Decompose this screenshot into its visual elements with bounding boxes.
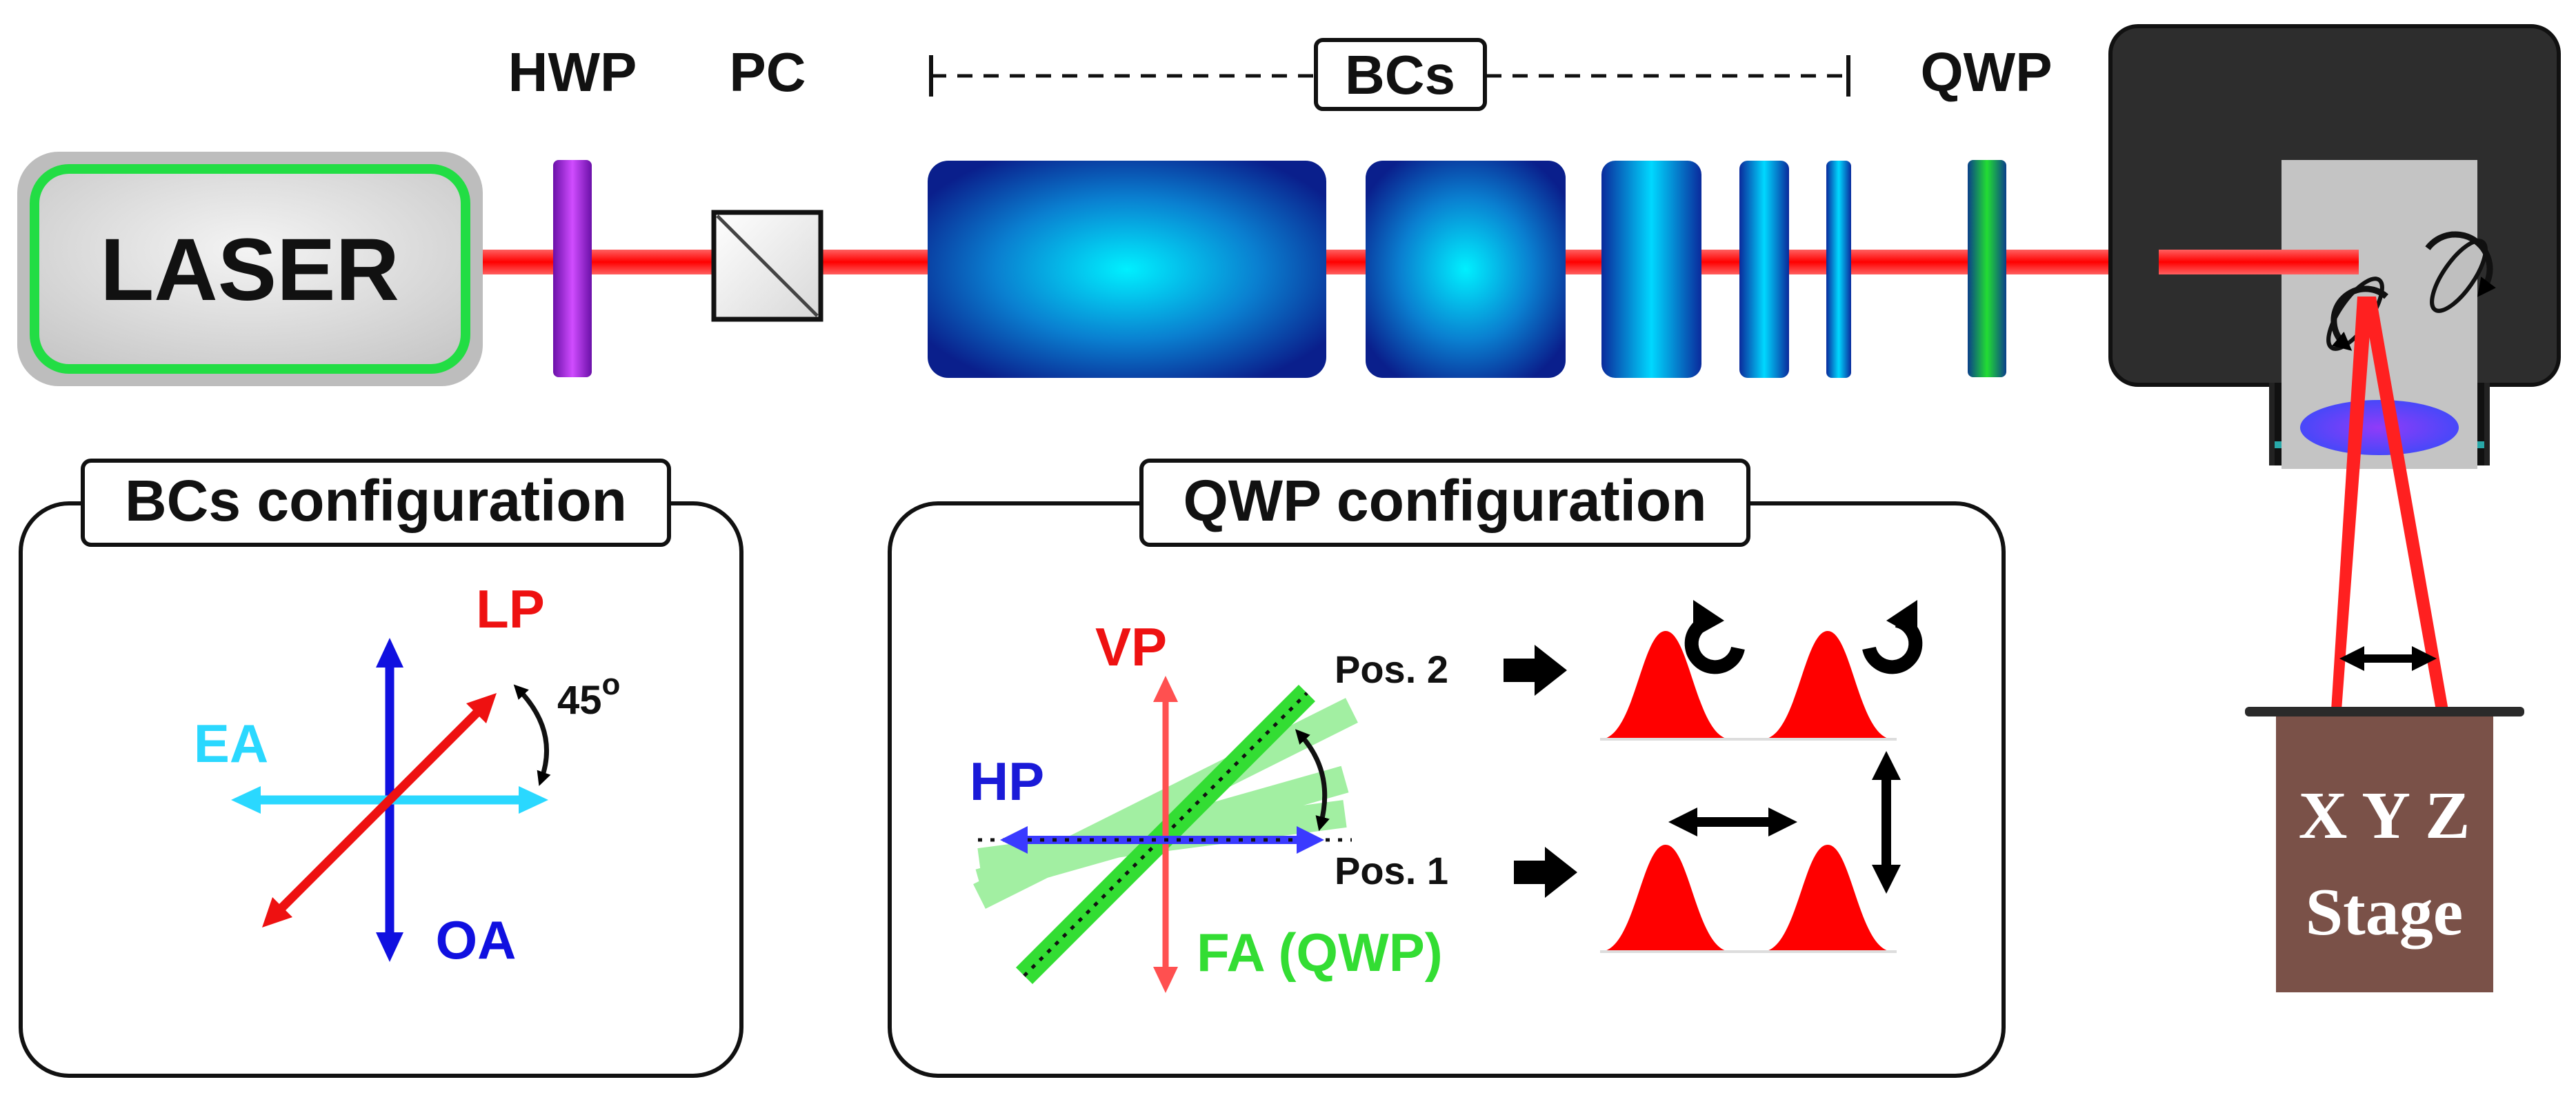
- crystal-2: [1366, 161, 1566, 378]
- pos1-pulse-2: [1762, 845, 1893, 952]
- hp-label: HP: [970, 751, 1044, 812]
- angle-label: 45o: [557, 668, 620, 723]
- oa-arrowhead-bottom: [376, 932, 403, 962]
- angle-value: 45: [557, 678, 602, 723]
- bcs-label: BCs: [1345, 44, 1455, 106]
- lp-arrowhead-bottom: [262, 897, 292, 927]
- lp-arrowhead-top: [466, 693, 497, 723]
- pos2-pulse-1: [1600, 631, 1731, 739]
- ea-label: EA: [194, 713, 268, 774]
- focus-spot: [2300, 400, 2459, 455]
- laser-source: LASER: [17, 152, 483, 386]
- crystal-4: [1739, 161, 1789, 378]
- crystal-5: [1826, 161, 1851, 378]
- galvo-mirror-1: [2425, 231, 2496, 313]
- hwp-plate: [553, 160, 592, 377]
- pc-label: PC: [729, 41, 806, 103]
- lp-axis: [269, 700, 490, 921]
- stage-label-line1: X Y Z: [2299, 779, 2470, 853]
- pos1-arrow: [1514, 847, 1577, 898]
- qwp-label: QWP: [1920, 41, 2052, 103]
- vp-arrowhead-bottom: [1153, 967, 1178, 993]
- fa-label: FA (QWP): [1197, 922, 1443, 983]
- pos2-arrow: [1504, 645, 1567, 696]
- fa-rotation-arc: [1295, 729, 1330, 832]
- xyz-stage: X Y Z Stage: [2245, 707, 2524, 992]
- hp-arrowhead-left: [1000, 826, 1028, 854]
- pos1-label: Pos. 1: [1335, 849, 1448, 892]
- bcs-configuration-panel: BCs configuration LP EA OA 45o: [19, 459, 743, 1078]
- oa-arrowhead-top: [376, 638, 403, 668]
- beam-cone-right: [2362, 297, 2448, 710]
- pos2-label: Pos. 2: [1335, 648, 1448, 691]
- crystal-3: [1601, 161, 1701, 378]
- pos1-pulse-1: [1600, 845, 1731, 952]
- right-circular-arrow-icon: [1862, 600, 1923, 674]
- oa-label: OA: [436, 910, 517, 970]
- birefringent-crystals: [928, 161, 1851, 378]
- angle-arc: [513, 684, 551, 786]
- qwp-configuration-panel: QWP configuration VP HP FA (QWP) Pos. 2 …: [888, 459, 2006, 1078]
- qwp-plate: [1968, 160, 2006, 377]
- hwp-label: HWP: [508, 41, 637, 103]
- ea-arrowhead-right: [519, 786, 548, 814]
- lp-label: LP: [476, 579, 545, 639]
- laser-label: LASER: [100, 221, 399, 319]
- ea-arrowhead-left: [231, 786, 261, 814]
- crystal-1: [928, 161, 1326, 378]
- left-circular-arrow-icon: [1684, 600, 1745, 674]
- bcs-panel-title: BCs configuration: [125, 468, 627, 533]
- pos2-pulse-2: [1762, 631, 1893, 739]
- vp-arrowhead-top: [1153, 676, 1178, 702]
- angle-unit: o: [602, 668, 621, 701]
- vp-label: VP: [1095, 616, 1167, 677]
- hp-arrowhead-right: [1297, 826, 1324, 854]
- stage-label-line2: Stage: [2306, 875, 2464, 950]
- bcs-bracket: BCs: [929, 38, 1850, 111]
- qwp-panel-title: QWP configuration: [1183, 468, 1706, 533]
- scan-head: [2108, 24, 2561, 469]
- polarizing-cube: [711, 210, 823, 322]
- beam-cone-left: [2331, 297, 2373, 710]
